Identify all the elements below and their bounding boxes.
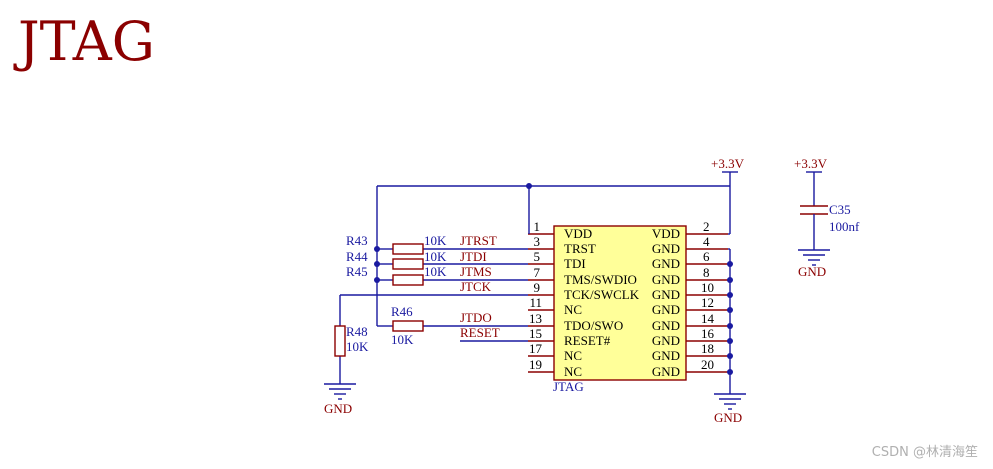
resistor-ref: R48 bbox=[346, 324, 368, 339]
pin-number: 19 bbox=[529, 357, 542, 372]
pin-number: 3 bbox=[534, 234, 541, 249]
net-label-jtdi: JTDI bbox=[460, 249, 487, 264]
resistor-value: 10K bbox=[424, 264, 447, 279]
connector-right-pins: 2 VDD 4 GND 6 GND 8 GND 10 GND 12 GND 14… bbox=[652, 219, 715, 379]
resistor-ref: R45 bbox=[346, 264, 368, 279]
resistor-value: 10K bbox=[346, 339, 369, 354]
watermark: CSDN @林清海笙 bbox=[872, 444, 978, 460]
gnd-label-left: GND bbox=[324, 401, 352, 416]
pin-number: 17 bbox=[529, 341, 543, 356]
page-title: JTAG bbox=[13, 10, 155, 73]
pin-number: 9 bbox=[534, 280, 541, 295]
pin-number: 12 bbox=[701, 295, 714, 310]
power-label-cap: +3.3V bbox=[794, 156, 828, 171]
resistor-ref: R44 bbox=[346, 249, 368, 264]
capacitor-value: 100nf bbox=[829, 219, 860, 234]
gnd-label-connector: GND bbox=[714, 410, 742, 425]
pin-number: 11 bbox=[529, 295, 542, 310]
pin-name: GND bbox=[652, 241, 680, 256]
pin-name: NC bbox=[564, 348, 582, 363]
pin-name: TDO/SWO bbox=[564, 318, 623, 333]
resistor-value: 10K bbox=[424, 233, 447, 248]
pin-name: GND bbox=[652, 256, 680, 271]
pin-number: 20 bbox=[701, 357, 714, 372]
net-label-jtdo: JTDO bbox=[460, 310, 492, 325]
net-labels: JTRST JTDI JTMS JTCK JTDO RESET bbox=[460, 233, 500, 340]
pin-number: 8 bbox=[703, 265, 710, 280]
power-wiring bbox=[374, 171, 738, 326]
resistor-r45: R45 10K bbox=[346, 264, 447, 286]
capacitor-ref: C35 bbox=[829, 202, 851, 217]
capacitor-c35: C35 100nf bbox=[798, 171, 860, 266]
signal-wiring bbox=[339, 248, 528, 384]
net-label-jtck: JTCK bbox=[460, 279, 492, 294]
connector-left-pin-lines bbox=[528, 233, 554, 373]
connector-body bbox=[553, 225, 687, 381]
pin-number: 18 bbox=[701, 341, 714, 356]
resistor-r46: R46 10K bbox=[391, 304, 424, 347]
pin-number: 16 bbox=[701, 326, 715, 341]
connector-right-pin-lines bbox=[686, 233, 728, 373]
net-label-reset: RESET bbox=[460, 325, 500, 340]
pin-name: VDD bbox=[564, 226, 592, 241]
resistor-r43: R43 10K bbox=[346, 233, 447, 255]
pin-name: NC bbox=[564, 302, 582, 317]
pin-name: GND bbox=[652, 302, 680, 317]
resistor-r44: R44 10K bbox=[346, 249, 447, 270]
pin-number: 7 bbox=[534, 265, 541, 280]
pin-number: 15 bbox=[529, 326, 542, 341]
gnd-label-cap: GND bbox=[798, 264, 826, 279]
resistor-value: 10K bbox=[391, 332, 414, 347]
connector-ref: JTAG bbox=[553, 379, 584, 394]
pin-name: GND bbox=[652, 318, 680, 333]
gnd-symbol-left bbox=[324, 383, 356, 400]
pin-name: GND bbox=[652, 272, 680, 287]
pin-number: 5 bbox=[534, 249, 541, 264]
pin-number: 6 bbox=[703, 249, 710, 264]
resistor-r48: R48 10K bbox=[334, 324, 369, 357]
connector-left-pins: 1 VDD 3 TRST 5 TDI 7 TMS/SWDIO 9 TCK/SWC… bbox=[529, 219, 640, 379]
pin-name: GND bbox=[652, 364, 680, 379]
pin-name: GND bbox=[652, 348, 680, 363]
pin-number: 1 bbox=[534, 219, 541, 234]
pin-number: 10 bbox=[701, 280, 714, 295]
power-label-main: +3.3V bbox=[711, 156, 745, 171]
pin-name: GND bbox=[652, 287, 680, 302]
pin-name: TDI bbox=[564, 256, 586, 271]
resistor-ref: R46 bbox=[391, 304, 413, 319]
pin-number: 14 bbox=[701, 311, 715, 326]
pin-number: 13 bbox=[529, 311, 542, 326]
net-label-jtms: JTMS bbox=[460, 264, 492, 279]
pin-number: 4 bbox=[703, 234, 710, 249]
pin-name: TCK/SWCLK bbox=[564, 287, 640, 302]
pin-name: VDD bbox=[652, 226, 680, 241]
pin-number: 2 bbox=[703, 219, 710, 234]
net-label-jtrst: JTRST bbox=[460, 233, 497, 248]
pin-name: GND bbox=[652, 333, 680, 348]
resistor-value: 10K bbox=[424, 249, 447, 264]
pin-name: RESET# bbox=[564, 333, 611, 348]
pin-name: TMS/SWDIO bbox=[564, 272, 637, 287]
resistor-ref: R43 bbox=[346, 233, 368, 248]
pin-name: NC bbox=[564, 364, 582, 379]
pin-name: TRST bbox=[564, 241, 596, 256]
gnd-bus-connector bbox=[714, 248, 746, 410]
